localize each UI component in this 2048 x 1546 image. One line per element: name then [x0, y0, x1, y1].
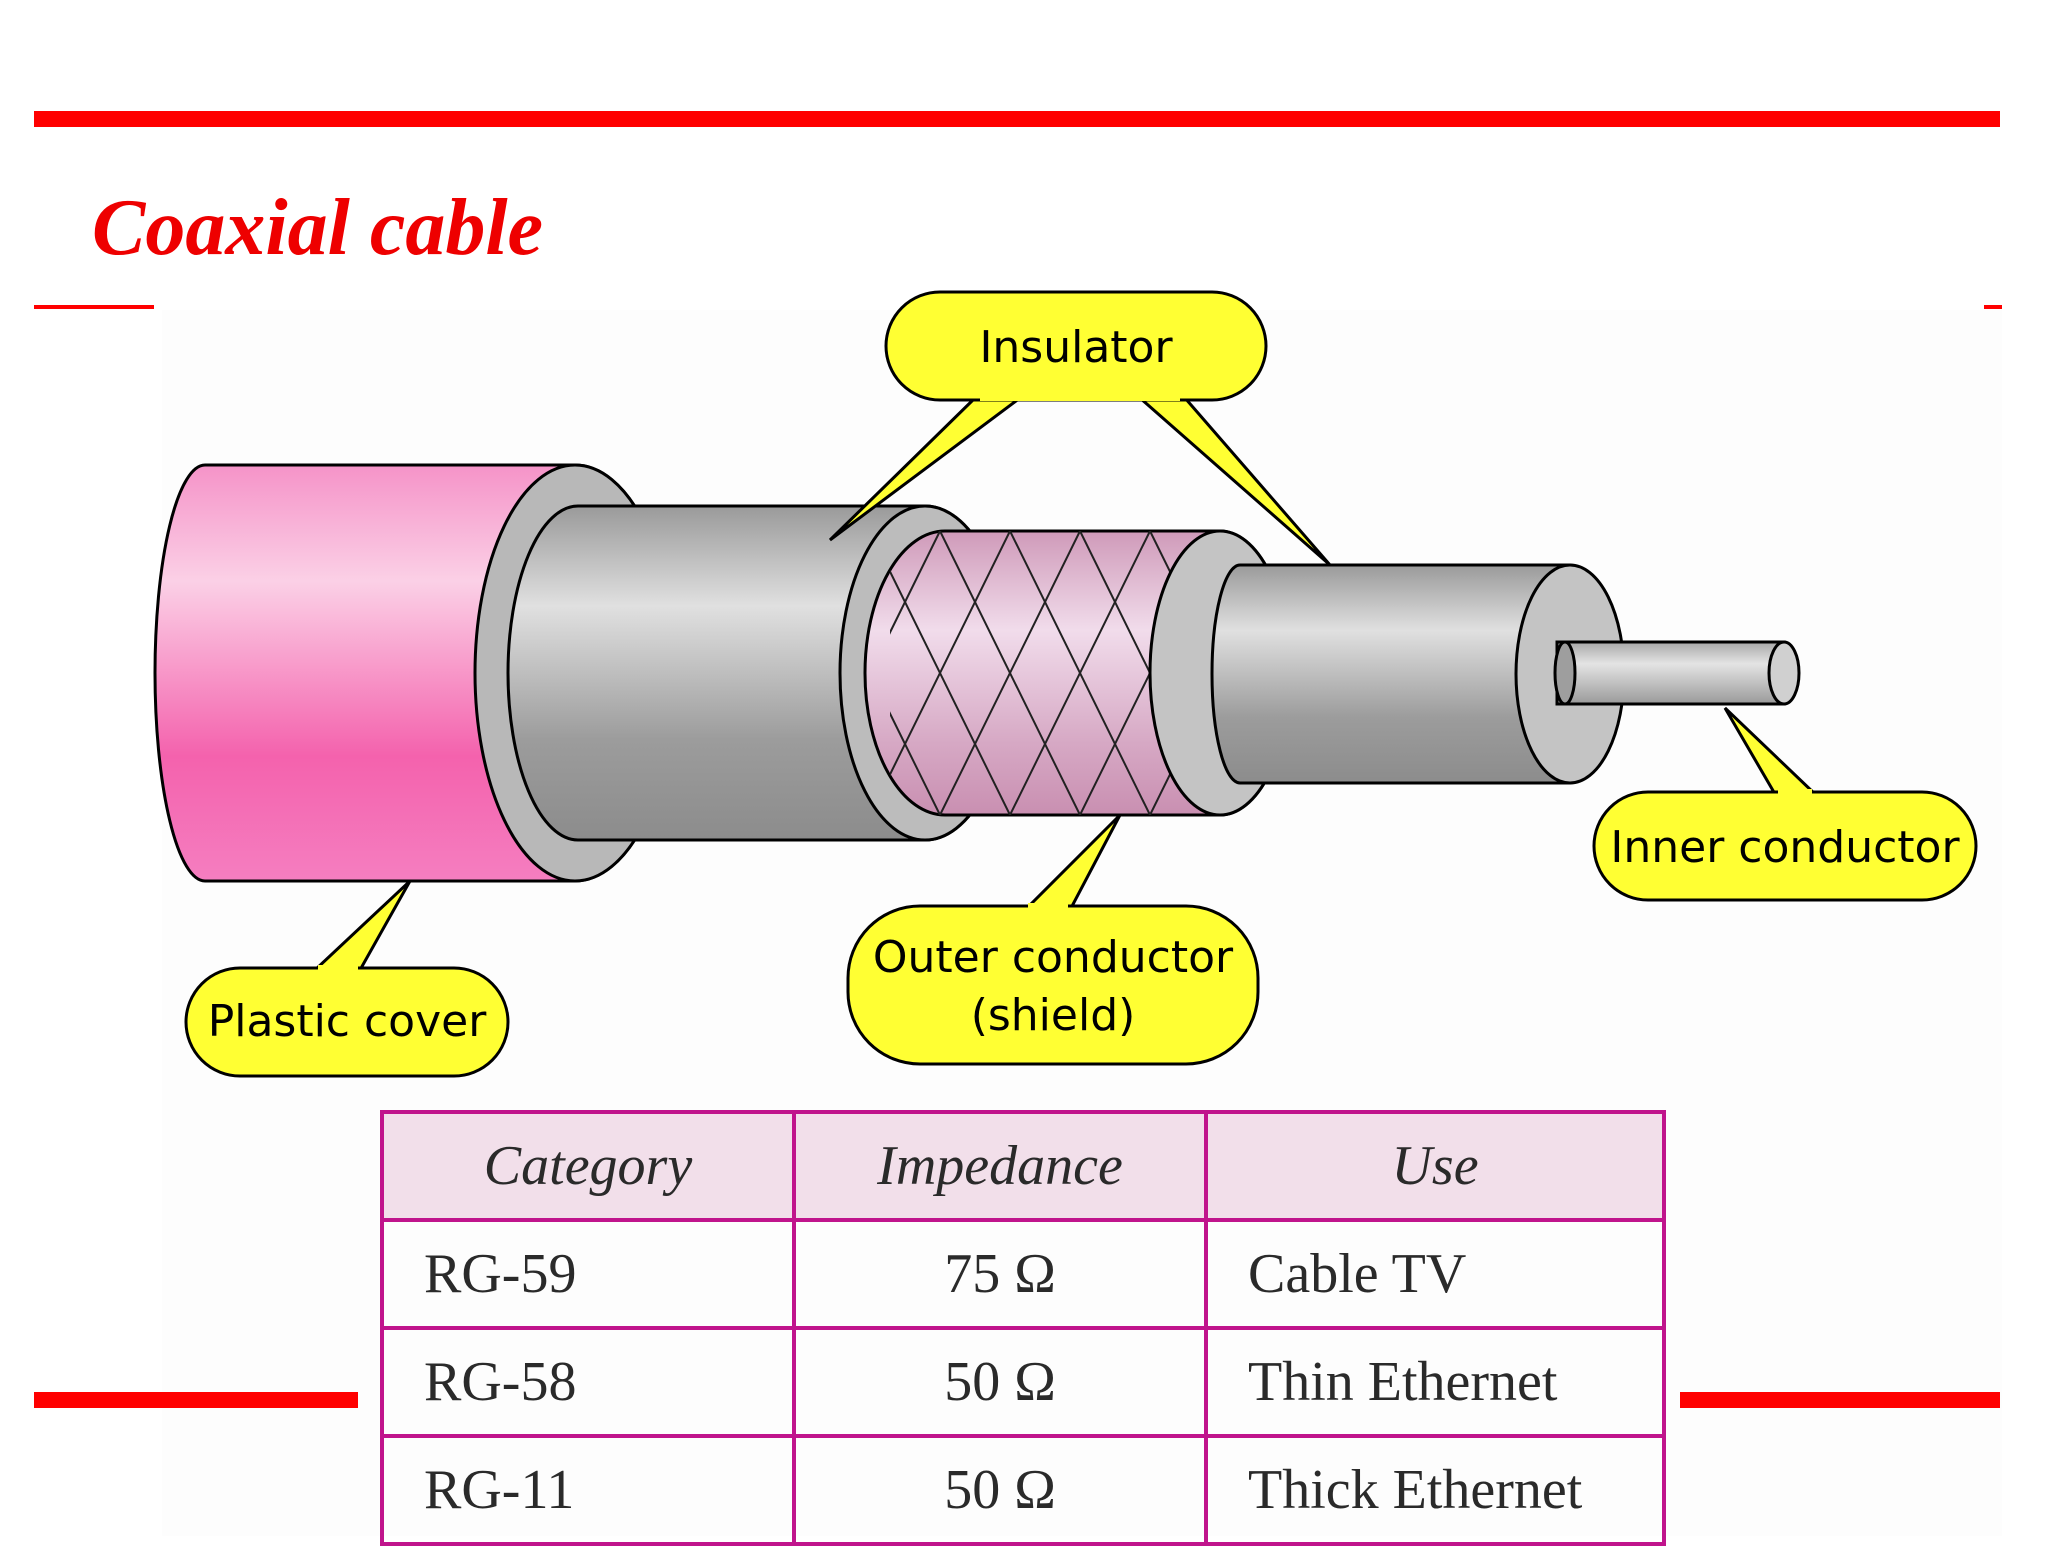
table-header-row: Category Impedance Use: [380, 1110, 1666, 1222]
inner-conductor-callout: Inner conductor: [1592, 706, 1978, 902]
inner-conductor-label: Inner conductor: [1610, 822, 1960, 873]
insulator-callout: Insulator: [828, 290, 1332, 567]
insulator-label: Insulator: [979, 322, 1173, 373]
inner-conductor-wire: [1553, 640, 1801, 706]
cell-impedance: 50 Ω: [792, 1434, 1208, 1546]
table-row: RG-58 50 Ω Thin Ethernet: [380, 1326, 1666, 1438]
title-rule-right: [1984, 305, 2002, 309]
cell-use: Thin Ethernet: [1204, 1326, 1666, 1438]
outer-conductor-label-line2: (shield): [971, 990, 1136, 1041]
title-rule-left: [34, 305, 154, 309]
cell-category: RG-11: [380, 1434, 796, 1546]
outer-conductor-callout: Outer conductor (shield): [846, 813, 1260, 1066]
plastic-cover-callout: Plastic cover: [184, 879, 510, 1078]
table-row: RG-11 50 Ω Thick Ethernet: [380, 1434, 1666, 1546]
header-category: Category: [380, 1110, 796, 1222]
cable-categories-table: Category Impedance Use RG-59 75 Ω Cable …: [380, 1110, 1666, 1546]
cell-impedance: 50 Ω: [792, 1326, 1208, 1438]
cell-use: Thick Ethernet: [1204, 1434, 1666, 1546]
header-impedance: Impedance: [792, 1110, 1208, 1222]
cell-category: RG-59: [380, 1218, 796, 1330]
cell-impedance: 75 Ω: [792, 1218, 1208, 1330]
cell-category: RG-58: [380, 1326, 796, 1438]
slide-title: Coaxial cable: [92, 184, 544, 272]
top-rule: [34, 111, 2000, 127]
cell-use: Cable TV: [1204, 1218, 1666, 1330]
plastic-cover-label: Plastic cover: [208, 996, 488, 1047]
bottom-rule-left: [34, 1392, 358, 1408]
outer-conductor-label-line1: Outer conductor: [873, 932, 1234, 983]
header-use: Use: [1204, 1110, 1666, 1222]
table-row: RG-59 75 Ω Cable TV: [380, 1218, 1666, 1330]
bottom-rule-right: [1680, 1392, 2000, 1408]
